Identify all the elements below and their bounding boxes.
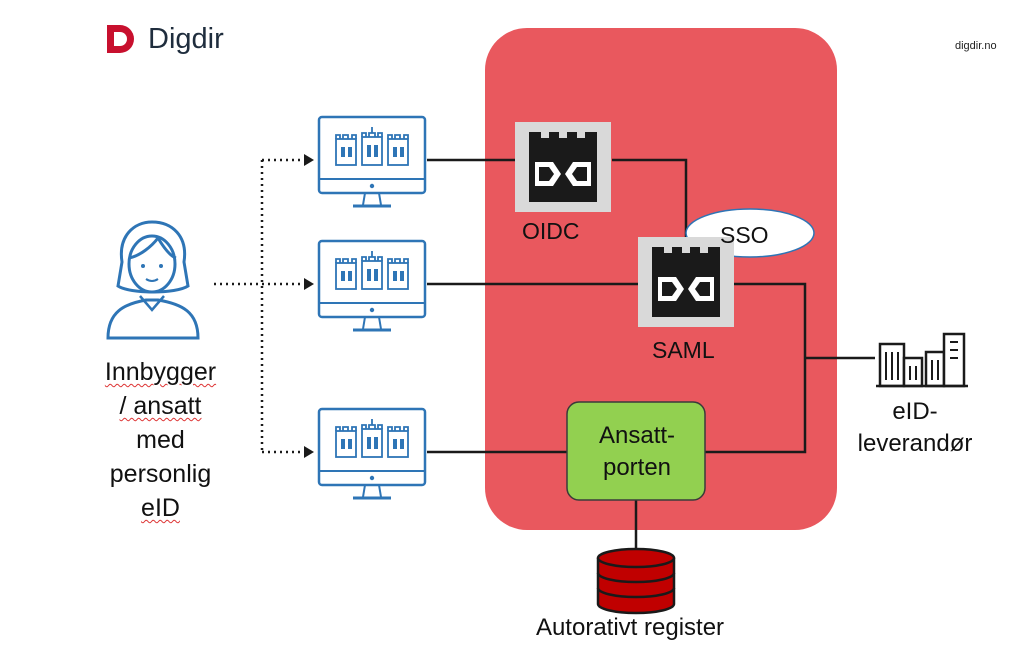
site-url: digdir.no	[955, 40, 997, 52]
monitor-icon	[317, 115, 427, 208]
monitor-icon	[317, 407, 427, 500]
ansattporten-label: Ansatt- porten	[572, 420, 702, 484]
saml-label: SAML	[652, 337, 715, 363]
castle-gateway-icon	[638, 237, 734, 327]
logo[interactable]: Digdir	[104, 22, 224, 56]
dotted-arrows	[214, 158, 305, 454]
buildings-icon	[876, 332, 968, 388]
user-label-line: / ansatt	[119, 392, 202, 420]
user-label-line: med	[136, 426, 185, 454]
user-label-line: eID	[141, 494, 180, 522]
ansattporten-label-line: Ansatt-	[598, 422, 676, 449]
eid-provider-label-line: eID-	[892, 398, 938, 425]
monitor-icon	[317, 239, 427, 332]
ansattporten-label-line: porten	[602, 454, 672, 481]
connection-lines	[427, 158, 875, 550]
logo-text: Digdir	[148, 22, 224, 55]
eid-provider-label: eID- leverandør	[840, 396, 990, 460]
user-label: Innbygger / ansatt med personlig eID	[88, 355, 233, 525]
user-label-line: personlig	[109, 460, 212, 488]
digdir-logo-icon	[107, 25, 134, 53]
sso-label: SSO	[720, 222, 769, 248]
register-label: Autorativt register	[535, 614, 725, 641]
ansattporten-box	[566, 401, 706, 501]
eid-provider-label-line: leverandør	[857, 430, 973, 457]
person-icon	[106, 220, 200, 340]
arrow-heads	[304, 154, 314, 458]
user-label-line: Innbygger	[104, 358, 217, 386]
oidc-label: OIDC	[522, 218, 580, 244]
castle-gateway-icon	[515, 122, 611, 212]
database-icon	[596, 547, 676, 615]
